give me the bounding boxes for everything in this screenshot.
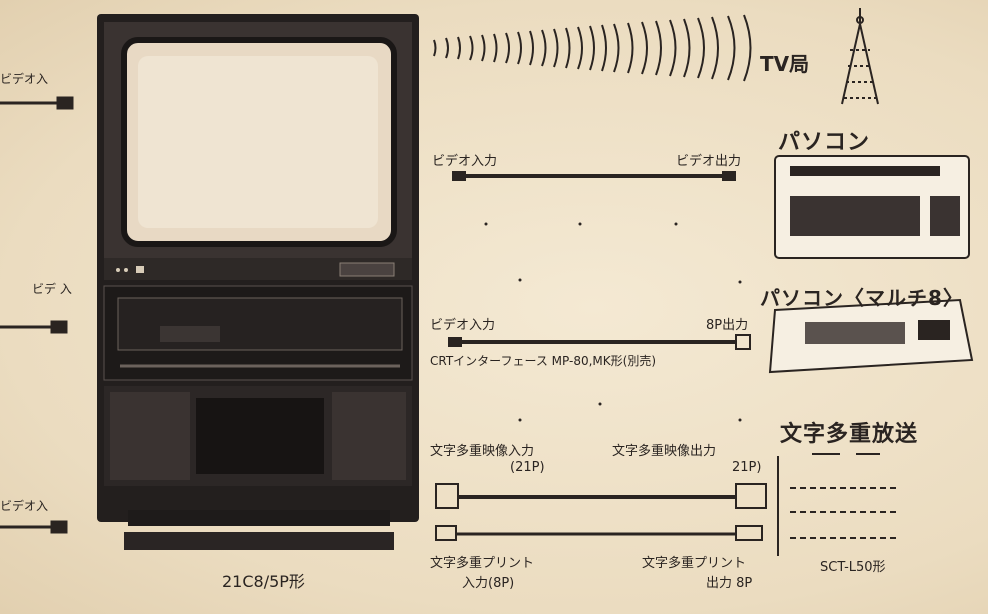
pc-keyboard-icon (774, 155, 970, 259)
teletext-model: SCT-L50形 (820, 560, 886, 575)
teletext-left-top-sub: (21P) (510, 460, 545, 475)
teletext-right-bottom: 文字多重プリント (642, 556, 747, 571)
teletext-right-top: 文字多重映像出力 (612, 444, 717, 459)
pc-title: パソコン (778, 130, 871, 155)
teletext-left-bottom-sub: 入力(8P) (462, 576, 515, 591)
multi8-keyboard-icon (768, 298, 974, 374)
teletext-adapter-icon (777, 453, 900, 556)
broadcast-waves (433, 14, 752, 82)
multi8-left-label: ビデオ入力 (430, 318, 496, 333)
teletext-title: 文字多重放送 (780, 422, 919, 447)
teletext-right-bottom-sub: 出力 8P (706, 576, 753, 591)
teletext-right-top-sub: 21P) (732, 460, 762, 475)
cable-pc (452, 171, 736, 181)
multi8-caption: CRTインターフェース MP-80,MK形(別売) (430, 354, 656, 368)
pc-left-label: ビデオ入力 (432, 154, 498, 169)
tv-set (97, 14, 419, 550)
cable-multi8 (448, 334, 751, 350)
left-cables (0, 96, 74, 534)
guide-dots (484, 222, 742, 422)
pc-right-label: ビデオ出力 (676, 154, 742, 169)
tv-station-label: TV局 (760, 52, 810, 76)
left-label-bottom: ビデオ入 (0, 499, 49, 513)
left-label-top: ビデオ入 (0, 72, 49, 86)
teletext-left-top: 文字多重映像入力 (430, 444, 535, 459)
tv-tower-icon (841, 8, 879, 105)
multi8-right-label: 8P出力 (706, 318, 749, 333)
tv-model-label: 21C8/5P形 (222, 572, 305, 591)
multi8-title: パソコン〈マルチ8〉 (760, 286, 964, 310)
teletext-left-bottom: 文字多重プリント (430, 556, 535, 571)
cable-teletext (435, 483, 767, 541)
left-label-middle: ビデ 入 (32, 282, 72, 296)
